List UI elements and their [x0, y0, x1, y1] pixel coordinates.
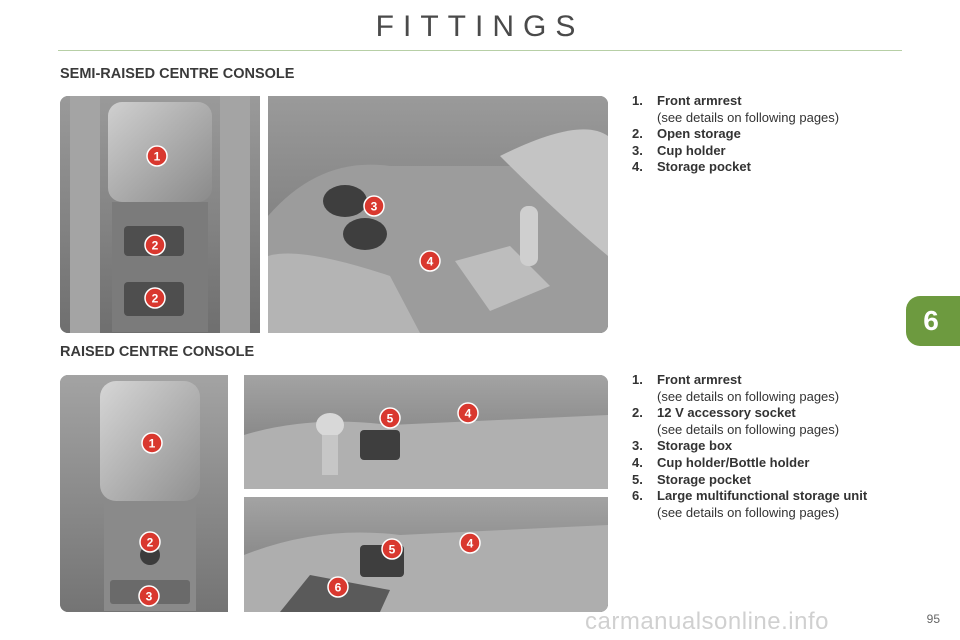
page-number: 95: [926, 612, 940, 626]
svg-text:4: 4: [427, 255, 434, 269]
legend-number: 5.: [632, 471, 643, 487]
legend-label: Storage pocket: [657, 471, 751, 487]
semi-raised-legend: 1. Front armrest (see details on followin…: [632, 93, 902, 176]
raised-marker-6: 6: [327, 576, 349, 598]
chapter-tab: 6: [906, 296, 960, 346]
svg-text:5: 5: [387, 412, 394, 426]
svg-text:6: 6: [335, 581, 342, 595]
legend-number: 4.: [632, 454, 643, 470]
legend-number: 4.: [632, 159, 643, 175]
legend-label: Open storage: [657, 126, 741, 142]
raised-marker-4-upper: 4: [457, 402, 479, 424]
legend-number: 2.: [632, 126, 643, 142]
svg-text:4: 4: [467, 537, 474, 551]
legend-label: Front armrest: [657, 93, 742, 108]
legend-number: 3.: [632, 142, 643, 158]
legend-item: 1. Front armrest: [632, 93, 902, 110]
raised-marker-5-upper: 5: [379, 407, 401, 429]
marker-2-lower: 2: [144, 287, 166, 309]
marker-3: 3: [363, 195, 385, 217]
legend-number: 3.: [632, 438, 643, 454]
legend-note: (see details on following pages): [657, 504, 840, 520]
watermark: carmanualsonline.info: [585, 608, 829, 635]
legend-number: 1.: [632, 372, 643, 387]
legend-number: 1.: [632, 93, 643, 108]
legend-label: 12 V accessory socket: [657, 405, 796, 421]
raised-marker-5-lower: 5: [381, 538, 403, 560]
legend-label: Storage pocket: [657, 159, 751, 175]
raised-heading: RAISED CENTRE CONSOLE: [60, 344, 255, 360]
raised-legend: 1. Front armrest (see details on followin…: [632, 372, 902, 521]
svg-text:2: 2: [147, 536, 154, 550]
title-divider: [58, 50, 902, 51]
svg-text:1: 1: [149, 437, 156, 451]
marker-2-upper: 2: [144, 234, 166, 256]
raised-marker-4-lower: 4: [459, 532, 481, 554]
legend-label: Front armrest: [657, 372, 742, 387]
legend-number: 2.: [632, 405, 643, 421]
legend-number: 6.: [632, 488, 643, 504]
legend-item: 4. Cup holder/Bottle holder: [632, 455, 902, 472]
page-title: FITTINGS: [375, 10, 585, 43]
legend-item: 3. Storage box: [632, 438, 902, 455]
svg-text:3: 3: [146, 590, 153, 604]
semi-raised-console-photo: 1 2 2 3 4: [60, 96, 608, 333]
svg-text:5: 5: [389, 543, 396, 557]
legend-note: (see details on following pages): [657, 109, 840, 125]
legend-item: 4. Storage pocket: [632, 159, 902, 176]
legend-item: 6. Large multifunctional storage unit: [632, 488, 902, 505]
svg-text:2: 2: [152, 239, 159, 253]
raised-marker-2: 2: [139, 531, 161, 553]
legend-item: 2. 12 V accessory socket: [632, 405, 902, 422]
svg-text:4: 4: [465, 407, 472, 421]
svg-text:3: 3: [371, 200, 378, 214]
legend-label: Cup holder: [657, 142, 726, 158]
legend-item: 1. Front armrest: [632, 372, 902, 389]
semi-raised-heading: SEMI-RAISED CENTRE CONSOLE: [60, 66, 295, 82]
legend-label: Cup holder/Bottle holder: [657, 454, 810, 470]
svg-text:1: 1: [154, 150, 161, 164]
legend-note: (see details on following pages): [657, 388, 840, 404]
legend-item: 3. Cup holder: [632, 143, 902, 160]
legend-label: Large multifunctional storage unit: [657, 488, 868, 504]
legend-item: 2. Open storage: [632, 126, 902, 143]
marker-1: 1: [146, 145, 168, 167]
raised-console-photo: 1 2 3 5 4 5 4 6: [60, 375, 608, 612]
raised-marker-1: 1: [141, 432, 163, 454]
svg-text:2: 2: [152, 292, 159, 306]
raised-marker-3: 3: [138, 585, 160, 607]
legend-item: 5. Storage pocket: [632, 472, 902, 489]
legend-label: Storage box: [657, 438, 733, 454]
legend-note: (see details on following pages): [657, 421, 840, 437]
marker-4: 4: [419, 250, 441, 272]
